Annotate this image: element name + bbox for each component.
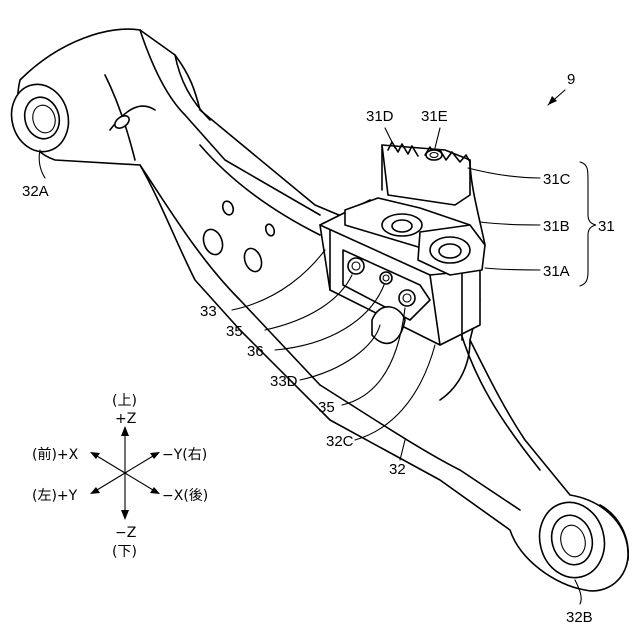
label-35-upper: 35 (226, 323, 243, 340)
axis-minus-z-label: −Z (115, 525, 136, 541)
axis-front-plus-x-label: (前)+X (32, 446, 79, 463)
arrow-down-icon (121, 510, 129, 520)
arrow-up-icon (121, 426, 129, 436)
label-31D: 31D (366, 108, 394, 125)
label-33: 33 (200, 303, 217, 320)
label-32A: 32A (22, 183, 49, 200)
axis-left-plus-y-label: (左)+Y (32, 488, 78, 504)
label-33D: 33D (270, 373, 298, 390)
arrow-back-icon (150, 487, 160, 494)
screw-35-right (399, 290, 415, 306)
axis-minus-x-back-label: −X(後) (162, 488, 208, 504)
label-31B: 31B (543, 218, 570, 235)
arrow-right-icon (150, 452, 160, 459)
label-35-lower: 35 (318, 399, 335, 416)
label-31C: 31C (543, 171, 571, 188)
label-32: 32 (389, 461, 406, 478)
label-36: 36 (247, 343, 264, 360)
axis-minus-y-right-label: −Y(右) (162, 447, 207, 463)
screw-35-left (348, 258, 364, 274)
screw-36 (380, 272, 392, 284)
axis-up-label: (上) (112, 393, 137, 409)
label-32C: 32C (326, 433, 354, 450)
axis-down-label: (下) (112, 544, 137, 560)
figure-number-label: 9 (567, 71, 575, 88)
label-32B: 32B (566, 609, 593, 626)
axis-indicator: (上) +Z −Z (下) (前)+X −Y(右) (左)+Y −X(後) (32, 393, 208, 560)
label-31A: 31A (543, 263, 570, 280)
label-31: 31 (598, 218, 615, 235)
label-31E: 31E (421, 108, 448, 125)
axis-plus-z-label: +Z (115, 411, 136, 427)
arrow-left-icon (90, 487, 100, 494)
arm-32 (4, 29, 628, 591)
arrow-front-icon (90, 452, 100, 459)
